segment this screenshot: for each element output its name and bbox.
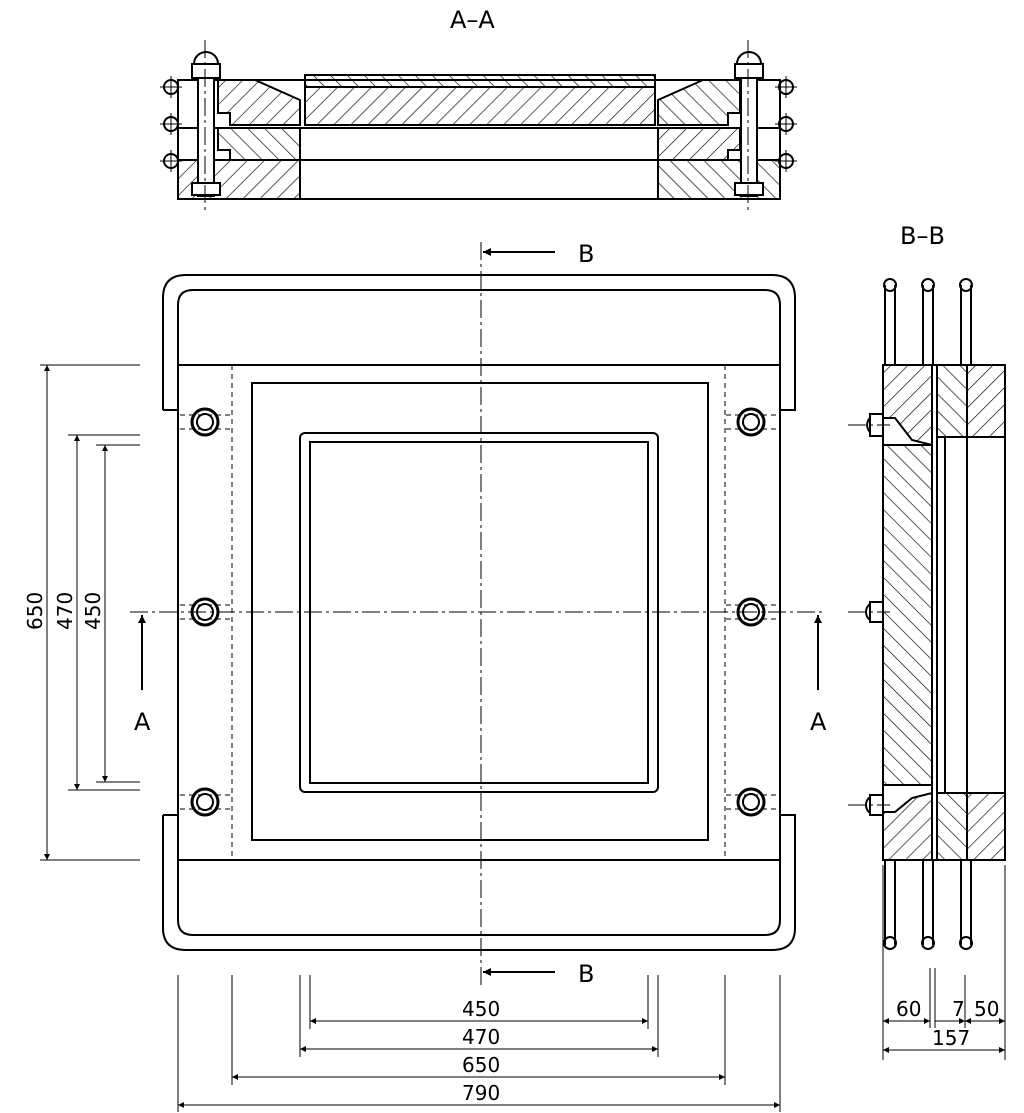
handle-rods-section [160, 76, 797, 172]
dim-side-60: 60 [896, 997, 921, 1021]
cut-a-right-label: A [810, 708, 827, 736]
section-b-b: B–B 60 7 50 157 [848, 222, 1006, 1060]
cut-b-bottom-label: B [578, 960, 594, 988]
dim-vertical-650: 650 [23, 592, 47, 630]
section-a-a: A–A [160, 6, 797, 210]
section-bb-label: B–B [900, 222, 945, 250]
dim-side-157: 157 [932, 1026, 970, 1050]
dim-horizontal-470: 470 [462, 1025, 500, 1049]
front-view: B B A A [130, 240, 827, 988]
dim-horizontal-790: 790 [462, 1081, 500, 1105]
bolt-left [191, 40, 221, 210]
section-aa-label: A–A [450, 6, 495, 34]
bolt-heads [180, 407, 776, 817]
vertical-dimensions: 650 470 450 [23, 364, 140, 861]
bb-bolt-heads [848, 413, 890, 816]
horizontal-dimensions: 450 470 650 790 [177, 975, 781, 1112]
bolt-right [734, 40, 764, 210]
dim-horizontal-650: 650 [462, 1053, 500, 1077]
cut-a-left-label: A [134, 708, 151, 736]
cut-b-top-label: B [578, 240, 594, 268]
dim-side-50: 50 [974, 997, 999, 1021]
dim-side-7: 7 [952, 997, 965, 1021]
dim-vertical-450: 450 [81, 592, 105, 630]
dim-vertical-470: 470 [53, 592, 77, 630]
dim-horizontal-450: 450 [462, 997, 500, 1021]
